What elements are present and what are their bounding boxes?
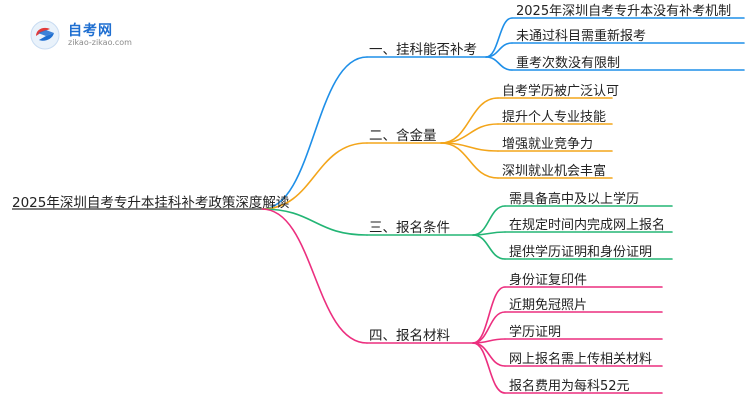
leaf-topic-4-5[interactable]: 报名费用为每科52元	[509, 379, 630, 394]
branch-topic-1[interactable]: 一、挂科能否补考	[369, 42, 477, 58]
leaf-connector-2-2	[440, 123, 499, 144]
leaf-connector-2-1	[440, 97, 499, 144]
leaf-connector-4-5	[472, 342, 506, 394]
logo-name: 自考网	[68, 23, 113, 39]
leaf-topic-4-1[interactable]: 身份证复印件	[509, 273, 588, 288]
branch-connector-4	[261, 208, 368, 344]
leaf-connector-3-1	[472, 205, 506, 236]
leaf-topic-4-3[interactable]: 学历证明	[509, 325, 562, 340]
leaf-topic-2-1[interactable]: 自考学历被广泛认可	[502, 84, 620, 99]
branch-topic-4[interactable]: 四、报名材料	[369, 328, 450, 344]
leaf-topic-4-2[interactable]: 近期免冠照片	[509, 298, 588, 313]
leaf-connector-4-1	[472, 286, 506, 344]
leaf-topic-2-3[interactable]: 增强就业竞争力	[502, 137, 594, 152]
leaf-connector-3-3	[472, 234, 506, 260]
leaf-connector-4-4	[472, 342, 506, 367]
branch-connector-1	[261, 56, 368, 210]
leaf-topic-2-2[interactable]: 提升个人专业技能	[502, 110, 607, 125]
leaf-topic-3-1[interactable]: 需具备高中及以上学历	[509, 192, 640, 207]
leaf-topic-1-3[interactable]: 重考次数没有限制	[516, 56, 621, 71]
leaf-topic-2-4[interactable]: 深圳就业机会丰富	[502, 164, 607, 179]
leaf-topic-4-4[interactable]: 网上报名需上传相关材料	[509, 352, 653, 367]
leaf-topic-1-2[interactable]: 未通过科目需重新报考	[516, 29, 647, 44]
leaf-topic-3-2[interactable]: 在规定时间内完成网上报名	[509, 218, 666, 233]
site-logo[interactable]: 自考网 zikao-zikao.com	[30, 20, 150, 50]
branch-connector-2	[261, 142, 368, 210]
leaf-connector-1-3	[485, 56, 513, 71]
logo-url: zikao-zikao.com	[68, 38, 132, 47]
graduation-cap-icon	[30, 20, 60, 50]
leaf-topic-3-3[interactable]: 提供学历证明和身份证明	[509, 245, 653, 260]
branch-connector-3	[261, 208, 368, 236]
leaf-connector-2-4	[440, 142, 499, 179]
root-topic[interactable]: 2025年深圳自考专升本挂科补考政策深度解读	[12, 195, 290, 211]
branch-topic-3[interactable]: 三、报名条件	[369, 220, 450, 236]
leaf-topic-1-1[interactable]: 2025年深圳自考专升本没有补考机制	[516, 4, 732, 19]
branch-topic-2[interactable]: 二、含金量	[369, 128, 437, 144]
